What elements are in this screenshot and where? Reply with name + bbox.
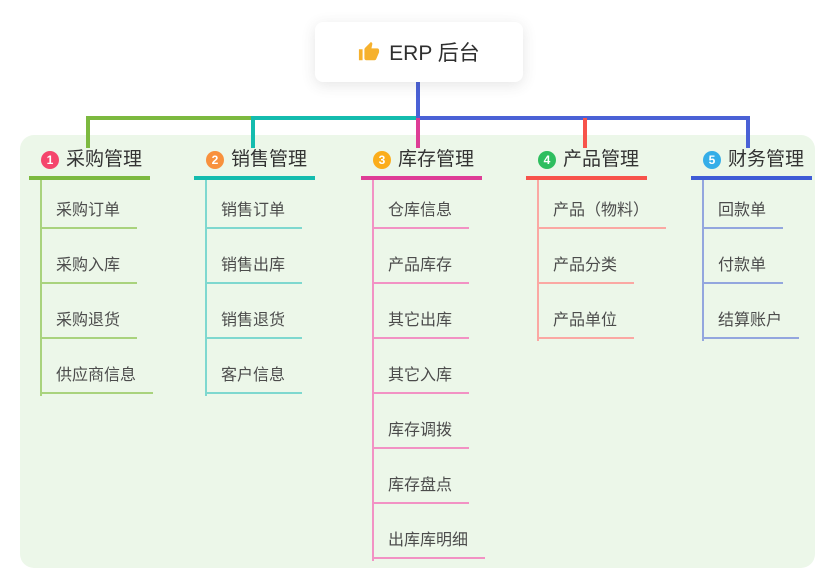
branch-label: 产品管理 <box>563 149 640 170</box>
root-stem-connector <box>416 82 420 118</box>
branch-label: 库存管理 <box>398 149 475 170</box>
branch-finance: 5 财务管理 回款单 付款单 结算账户 <box>691 148 813 341</box>
connector-segment-teal <box>251 116 418 120</box>
branch-number-badge: 1 <box>41 151 59 169</box>
children-connector-line <box>702 180 704 341</box>
child-node[interactable]: 其它入库 <box>372 366 470 394</box>
child-node[interactable]: 结算账户 <box>702 311 800 339</box>
branch-drop-sales <box>251 118 255 148</box>
child-node[interactable]: 销售退货 <box>205 311 303 339</box>
branch-children: 回款单 付款单 结算账户 <box>702 174 800 339</box>
branch-product: 4 产品管理 产品（物料） 产品分类 产品单位 <box>526 148 667 341</box>
branch-label: 财务管理 <box>728 149 805 170</box>
branch-drop-finance <box>746 118 750 148</box>
branch-number-badge: 2 <box>206 151 224 169</box>
branch-number-badge: 4 <box>538 151 556 169</box>
child-node[interactable]: 仓库信息 <box>372 201 470 229</box>
child-node[interactable]: 产品库存 <box>372 256 470 284</box>
branch-node-finance[interactable]: 5 财务管理 <box>691 148 813 180</box>
branch-number-badge: 3 <box>373 151 391 169</box>
branch-purchase: 1 采购管理 采购订单 采购入库 采购退货 供应商信息 <box>29 148 154 396</box>
child-node[interactable]: 出库库明细 <box>372 531 486 559</box>
child-node[interactable]: 产品（物料） <box>537 201 667 229</box>
child-node[interactable]: 销售订单 <box>205 201 303 229</box>
child-node[interactable]: 供应商信息 <box>40 366 154 394</box>
branch-children: 仓库信息 产品库存 其它出库 其它入库 库存调拨 库存盘点 出库库明细 <box>372 174 486 559</box>
branch-children: 销售订单 销售出库 销售退货 客户信息 <box>205 174 303 394</box>
child-node[interactable]: 库存盘点 <box>372 476 470 504</box>
branch-drop-product <box>583 118 587 148</box>
root-title: ERP 后台 <box>389 42 480 65</box>
children-connector-line <box>372 180 374 561</box>
branch-children: 采购订单 采购入库 采购退货 供应商信息 <box>40 174 154 394</box>
thumbs-up-icon <box>358 41 380 63</box>
child-node[interactable]: 产品单位 <box>537 311 635 339</box>
child-node[interactable]: 采购订单 <box>40 201 138 229</box>
branch-number-badge: 5 <box>703 151 721 169</box>
child-node[interactable]: 客户信息 <box>205 366 303 394</box>
children-connector-line <box>205 180 207 396</box>
mindmap-panel <box>20 135 815 568</box>
child-node[interactable]: 采购退货 <box>40 311 138 339</box>
branch-node-inventory[interactable]: 3 库存管理 <box>361 148 483 180</box>
children-connector-line <box>537 180 539 341</box>
child-node[interactable]: 其它出库 <box>372 311 470 339</box>
child-node[interactable]: 库存调拨 <box>372 421 470 449</box>
branch-node-sales[interactable]: 2 销售管理 <box>194 148 316 180</box>
branch-drop-inventory <box>416 118 420 148</box>
branch-children: 产品（物料） 产品分类 产品单位 <box>537 174 667 339</box>
branch-node-product[interactable]: 4 产品管理 <box>526 148 648 180</box>
root-node[interactable]: ERP 后台 <box>315 22 523 82</box>
branch-label: 采购管理 <box>66 149 143 170</box>
child-node[interactable]: 销售出库 <box>205 256 303 284</box>
child-node[interactable]: 产品分类 <box>537 256 635 284</box>
child-node[interactable]: 回款单 <box>702 201 784 229</box>
children-connector-line <box>40 180 42 396</box>
child-node[interactable]: 付款单 <box>702 256 784 284</box>
branch-node-purchase[interactable]: 1 采购管理 <box>29 148 151 180</box>
branch-inventory: 3 库存管理 仓库信息 产品库存 其它出库 其它入库 库存调拨 库存盘点 出库库… <box>361 148 486 561</box>
branch-drop-purchase <box>86 118 90 148</box>
child-node[interactable]: 采购入库 <box>40 256 138 284</box>
connector-segment-green <box>86 116 253 120</box>
branch-label: 销售管理 <box>231 149 308 170</box>
branch-sales: 2 销售管理 销售订单 销售出库 销售退货 客户信息 <box>194 148 316 396</box>
